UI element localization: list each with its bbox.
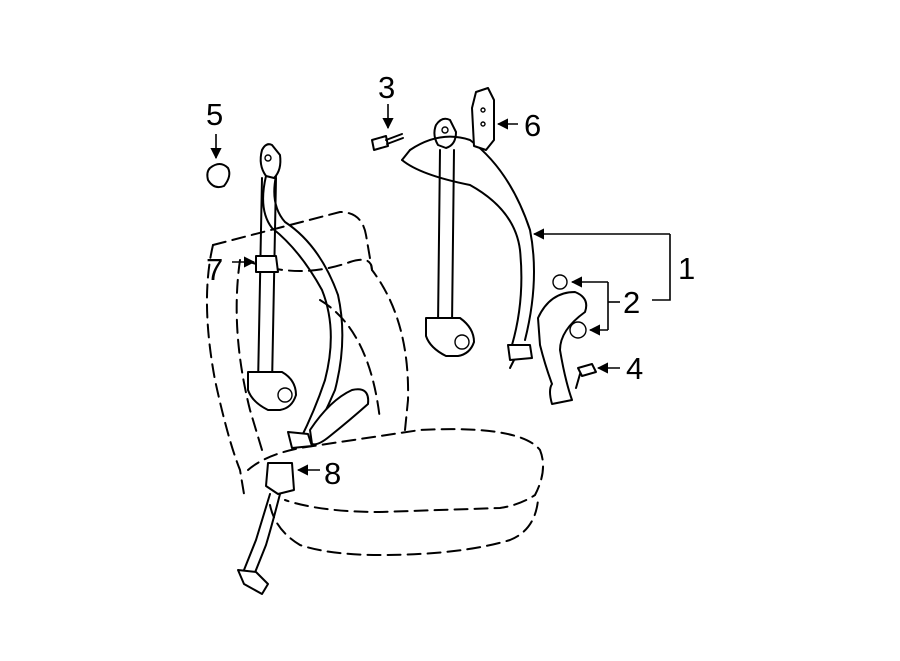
leader-lines <box>210 104 671 476</box>
callout-7: 7 <box>206 252 223 287</box>
cover-5 <box>206 163 231 189</box>
bolt-3 <box>371 133 404 151</box>
callout-1: 1 <box>678 251 695 286</box>
right-belt-assembly <box>401 117 597 405</box>
callout-2: 2 <box>623 285 640 320</box>
callout-6: 6 <box>524 108 541 143</box>
callout-3: 3 <box>378 70 395 105</box>
seat-outline <box>206 211 545 556</box>
callout-8: 8 <box>324 456 341 491</box>
left-belt-assembly <box>237 143 370 595</box>
callout-5: 5 <box>206 97 223 132</box>
callout-4: 4 <box>626 351 643 386</box>
bracket-6 <box>471 87 495 151</box>
